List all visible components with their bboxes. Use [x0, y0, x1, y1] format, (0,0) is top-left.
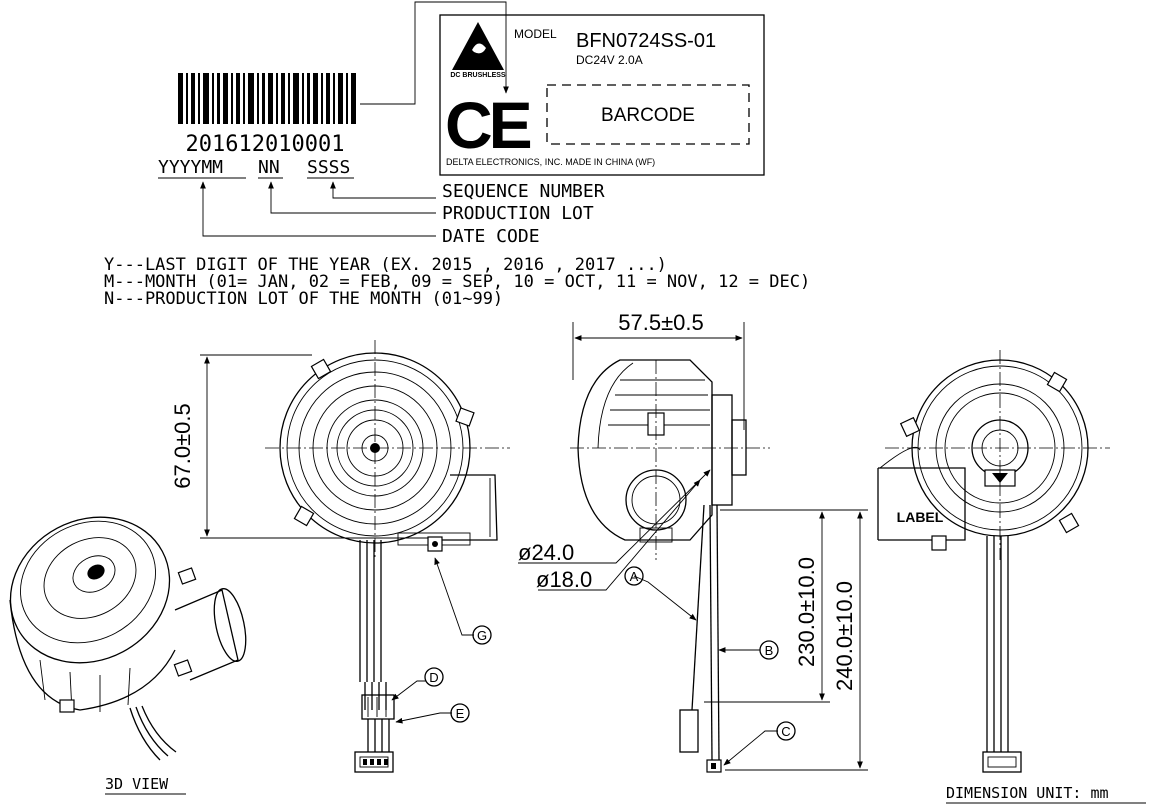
- barcode-sample: 201612010001 YYYYMM NN SSSS SEQUENCE NUM…: [158, 73, 605, 247]
- notes: Y---LAST DIGIT OF THE YEAR (EX. 2015 , 2…: [104, 255, 810, 309]
- side-view: 57.5±0.5 ø24.0 ø18.0: [518, 310, 868, 773]
- delta-logo-icon: [452, 22, 504, 70]
- front-connector: [354, 751, 394, 773]
- format-sequence: SSSS: [307, 157, 350, 178]
- back-view: LABEL: [877, 350, 1110, 773]
- balloon-c: C: [723, 721, 796, 766]
- dim-depth: 57.5±0.5: [618, 310, 703, 335]
- view-3d: 3D VIEW: [9, 516, 247, 795]
- rating: DC24V 2.0A: [576, 53, 643, 67]
- dimension-unit-note: DIMENSION UNIT: mm: [946, 784, 1109, 802]
- ce-mark: CE: [445, 88, 531, 162]
- callout-sequence: SEQUENCE NUMBER: [442, 181, 605, 202]
- label-footer: DELTA ELECTRONICS, INC. MADE IN CHINA (W…: [446, 157, 655, 167]
- svg-text:E: E: [456, 706, 465, 721]
- barcode-bars: [178, 73, 356, 124]
- svg-text:C: C: [781, 724, 790, 739]
- dim-dia-inner: ø18.0: [536, 567, 592, 592]
- view-3d-label: 3D VIEW: [105, 775, 169, 793]
- balloon-g: G: [434, 557, 492, 645]
- heat-shrink-e: [361, 694, 395, 720]
- balloon-a: A: [624, 566, 697, 621]
- svg-text:D: D: [429, 670, 438, 685]
- product-label: DC BRUSHLESS MODEL BFN0724SS-01 DC24V 2.…: [439, 14, 765, 176]
- barcode-sample-number: 201612010001: [186, 132, 345, 157]
- front-view: 67.0±0.5: [170, 340, 510, 773]
- dim-lead-b: 230.0±10.0: [794, 557, 819, 667]
- balloon-e: E: [395, 703, 470, 724]
- note-lot: N---PRODUCTION LOT OF THE MONTH (01~99): [104, 289, 503, 309]
- model-number: BFN0724SS-01: [576, 30, 716, 52]
- svg-text:G: G: [477, 628, 487, 643]
- side-sleeve: [679, 709, 699, 753]
- dim-dia-outer: ø24.0: [518, 540, 574, 565]
- back-connector: [982, 751, 1022, 773]
- model-prefix: MODEL: [514, 27, 557, 41]
- svg-text:B: B: [765, 643, 774, 658]
- note-month: M---MONTH (01= JAN, 02 = FEB, 09 = SEP, …: [104, 272, 810, 292]
- note-year: Y---LAST DIGIT OF THE YEAR (EX. 2015 , 2…: [104, 255, 667, 275]
- svg-text:A: A: [630, 569, 639, 584]
- barcode-box: [546, 84, 750, 145]
- balloon-d: D: [391, 667, 444, 701]
- back-label-text: LABEL: [897, 509, 944, 525]
- dim-height: 67.0±0.5: [170, 403, 195, 488]
- logo-caption: DC BRUSHLESS: [450, 72, 506, 79]
- callout-date: DATE CODE: [442, 226, 540, 247]
- dim-lead-total: 240.0±10.0: [832, 581, 857, 691]
- format-date: YYYYMM: [158, 157, 223, 178]
- balloon-b: B: [718, 640, 779, 660]
- barcode-box-label: BARCODE: [601, 105, 695, 126]
- format-lot: NN: [258, 157, 280, 178]
- callout-lot: PRODUCTION LOT: [442, 203, 594, 224]
- barcode-leader: [360, 1, 509, 105]
